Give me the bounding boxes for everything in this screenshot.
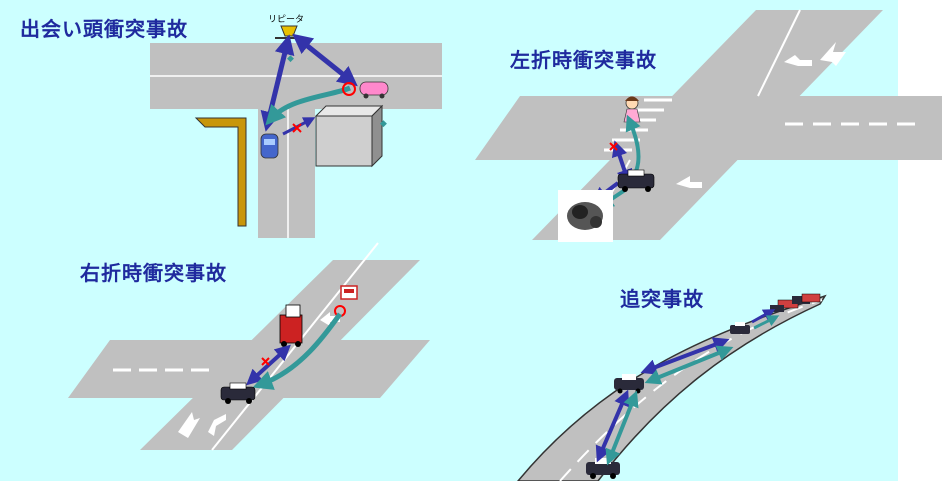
pink-car-icon bbox=[359, 81, 389, 99]
rear-end-title: 追突事故 bbox=[620, 287, 704, 311]
antenna-mark-left: ◆ bbox=[287, 54, 294, 64]
car-icon bbox=[617, 169, 655, 192]
cross-mark bbox=[261, 357, 270, 366]
motorcycle-photo-icon bbox=[558, 190, 613, 242]
right-turn-path-arrow bbox=[252, 312, 343, 390]
lane-arrow-icons bbox=[676, 42, 846, 188]
crossing-title: 出会い頭衝突事故 bbox=[20, 17, 188, 41]
repeater-label: リピータ bbox=[268, 15, 305, 25]
rear-end-arrow-blue-3 bbox=[751, 309, 776, 324]
antenna-mark-right: ◆ bbox=[380, 119, 387, 129]
car-queue-icons bbox=[770, 293, 821, 312]
left-turn-title: 左折時衝突事故 bbox=[510, 48, 657, 72]
rear-end-arrow-teal-2 bbox=[605, 390, 639, 466]
circle-mark bbox=[342, 82, 356, 96]
curved-road bbox=[517, 294, 827, 481]
crossing-scene: ◆ ◆ bbox=[150, 25, 442, 238]
right-turn-lane-line bbox=[211, 242, 379, 451]
rear-end-arrow-teal-3 bbox=[753, 315, 780, 330]
car-icon bbox=[220, 382, 256, 404]
rear-end-arrow-teal-1 bbox=[644, 345, 734, 385]
left-turn-arrow-blue bbox=[611, 140, 633, 186]
oncoming-car-icon bbox=[340, 285, 358, 300]
blue-car-icon bbox=[260, 133, 279, 159]
lane-arrow-icons bbox=[178, 312, 340, 438]
left-turn-scene bbox=[475, 9, 942, 242]
car-icon bbox=[730, 322, 750, 334]
cross-mark bbox=[609, 142, 618, 151]
left-turn-road-ew bbox=[475, 96, 942, 160]
building-block bbox=[314, 104, 384, 168]
cross-mark bbox=[292, 123, 302, 133]
right-turn-title: 右折時衝突事故 bbox=[80, 261, 227, 285]
radio-link-arrow-right bbox=[292, 33, 358, 87]
repeater-icon bbox=[275, 25, 302, 39]
right-turn-scene bbox=[68, 242, 430, 451]
rear-end-scene bbox=[517, 293, 827, 481]
left-turn-lane-line bbox=[757, 9, 801, 97]
wall bbox=[194, 117, 247, 227]
